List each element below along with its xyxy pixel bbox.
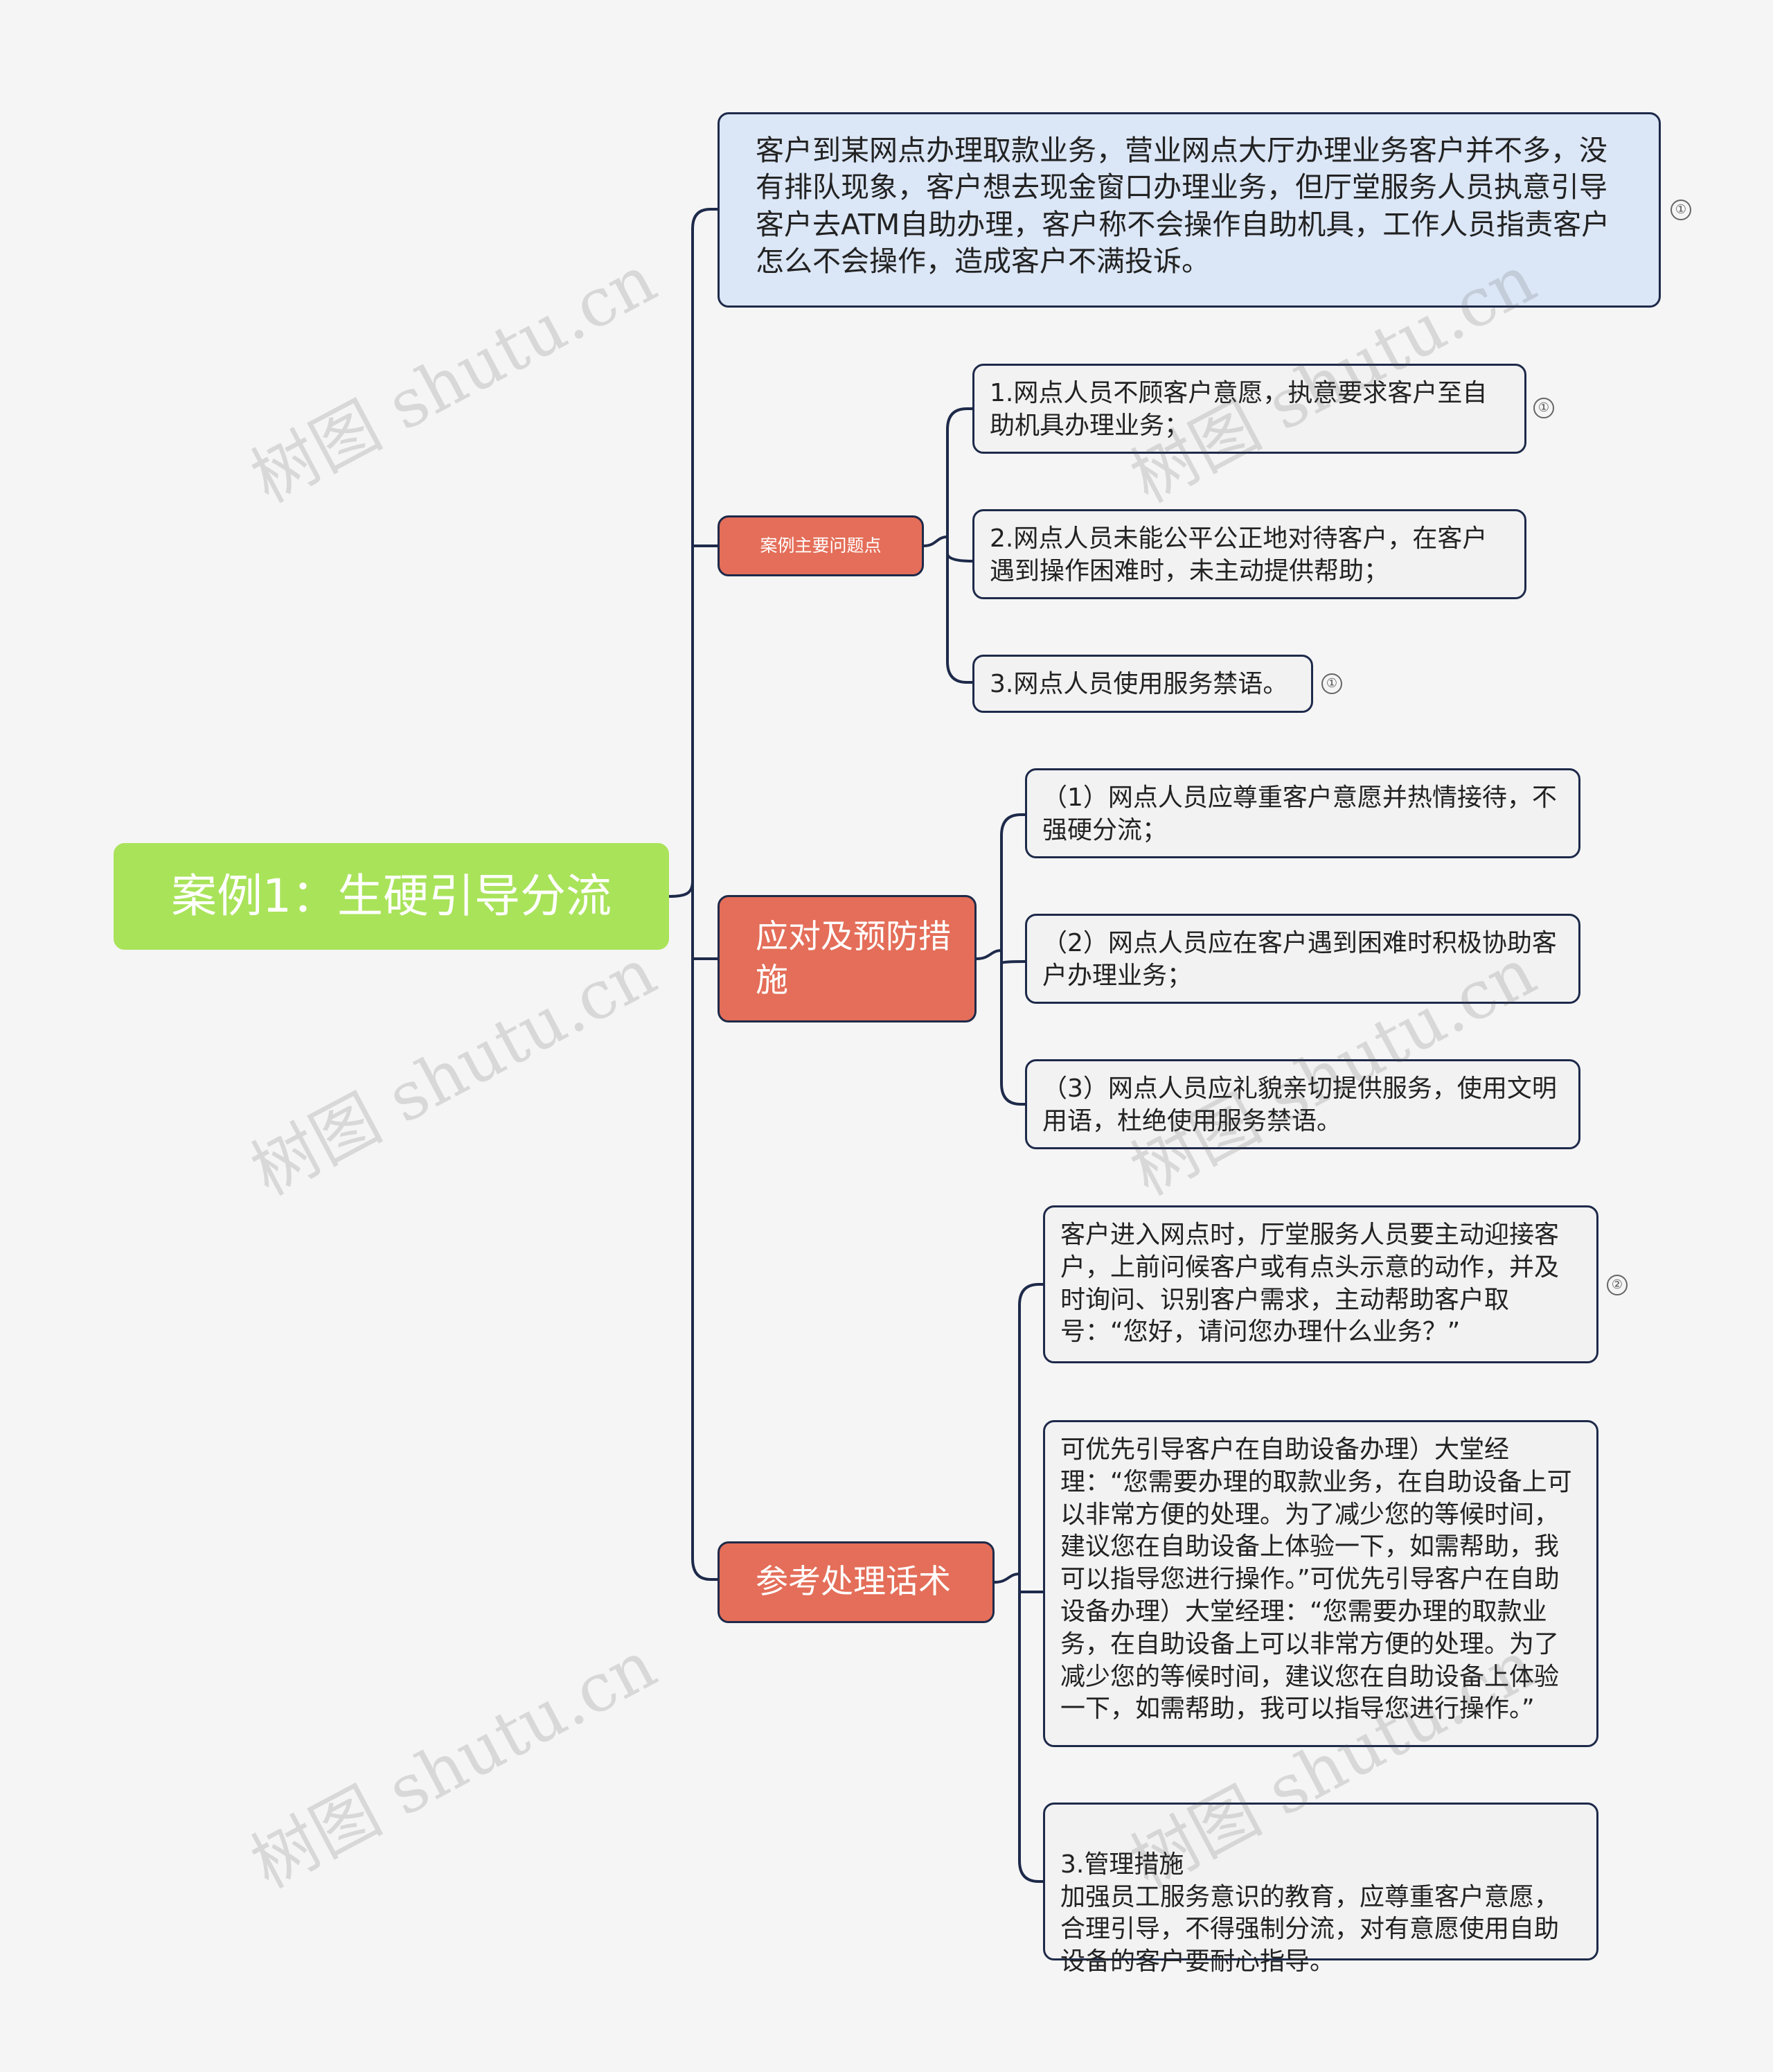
issue-item-2[interactable]: 2.网点人员未能公平公正地对待客户，在客户遇到操作困难时，未主动提供帮助； <box>972 509 1526 599</box>
branch-scripts[interactable]: 参考处理话术 <box>718 1541 995 1623</box>
measure-item-2[interactable]: （2）网点人员应在客户遇到困难时积极协助客户办理业务； <box>1025 914 1580 1004</box>
case-description-node[interactable]: 客户到某网点办理取款业务，营业网点大厅办理业务客户并不多，没有排队现象，客户想去… <box>718 112 1661 308</box>
root-connector <box>668 880 694 898</box>
note-badge-case[interactable]: ① <box>1670 200 1691 220</box>
note-badge-script-1[interactable]: ② <box>1607 1275 1628 1295</box>
root-topic-label: 案例1：生硬引导分流 <box>171 869 612 923</box>
script-item-3[interactable]: 3.管理措施 加强员工服务意识的教育，应尊重客户意愿，合理引导，不得强制分流，对… <box>1043 1803 1598 1976</box>
scripts-bracket <box>993 1283 1044 1883</box>
script-item-2-text: 可优先引导客户在自助设备办理）大堂经理：“您需要办理的取款业务，在自助设备上可以… <box>1060 1435 1572 1724</box>
script-item-2[interactable]: 可优先引导客户在自助设备办理）大堂经理：“您需要办理的取款业务，在自助设备上可以… <box>1043 1420 1598 1747</box>
script-item-1[interactable]: 客户进入网点时，厅堂服务人员要主动迎接客户，上前问候客户或有点头示意的动作，并及… <box>1043 1205 1598 1363</box>
watermark: 树图 shutu.cn <box>239 240 668 518</box>
watermark: 树图 shutu.cn <box>239 1625 668 1904</box>
branch-issues[interactable]: 案例主要问题点 <box>718 515 924 576</box>
measure-item-1-text: （1）网点人员应尊重客户意愿并热情接待，不强硬分流； <box>1042 783 1557 844</box>
script-item-3-text: 3.管理措施 加强员工服务意识的教育，应尊重客户意愿，合理引导，不得强制分流，对… <box>1060 1850 1560 1976</box>
watermark: 树图 shutu.cn <box>239 932 668 1211</box>
measures-bracket <box>975 813 1026 1106</box>
branch-measures-label: 应对及预防措施 <box>756 917 951 1000</box>
measure-item-3[interactable]: （3）网点人员应礼貌亲切提供服务，使用文明用语，杜绝使用服务禁语。 <box>1025 1059 1580 1149</box>
spine-top-hook <box>691 208 719 230</box>
measure-item-1[interactable]: （1）网点人员应尊重客户意愿并热情接待，不强硬分流； <box>1025 768 1580 858</box>
issue-item-1-text: 1.网点人员不顾客户意愿，执意要求客户至自助机具办理业务； <box>990 379 1488 440</box>
issue-item-3-text: 3.网点人员使用服务禁语。 <box>990 670 1288 698</box>
issue-item-2-text: 2.网点人员未能公平公正地对待客户，在客户遇到操作困难时，未主动提供帮助； <box>990 524 1488 585</box>
root-topic[interactable]: 案例1：生硬引导分流 <box>114 843 669 950</box>
spine-bottom-hook <box>691 1557 719 1581</box>
script-item-1-text: 客户进入网点时，厅堂服务人员要主动迎接客户，上前问候客户或有点头示意的动作，并及… <box>1060 1221 1560 1347</box>
branch-measures[interactable]: 应对及预防措施 <box>718 895 977 1022</box>
branch-issues-label: 案例主要问题点 <box>760 535 882 556</box>
case-description-text: 客户到某网点办理取款业务，营业网点大厅办理业务客户并不多，没有排队现象，客户想去… <box>756 134 1610 278</box>
note-badge-issue-3[interactable]: ① <box>1321 673 1342 694</box>
issue-item-3[interactable]: 3.网点人员使用服务禁语。 <box>972 655 1313 713</box>
branch-scripts-label: 参考处理话术 <box>756 1563 951 1602</box>
note-badge-issue-1[interactable]: ① <box>1533 398 1554 418</box>
measure-item-2-text: （2）网点人员应在客户遇到困难时积极协助客户办理业务； <box>1042 929 1557 990</box>
measure-item-3-text: （3）网点人员应礼貌亲切提供服务，使用文明用语，杜绝使用服务禁语。 <box>1042 1074 1557 1135</box>
issues-bracket <box>923 407 974 684</box>
issue-item-1[interactable]: 1.网点人员不顾客户意愿，执意要求客户至自助机具办理业务； <box>972 364 1526 454</box>
